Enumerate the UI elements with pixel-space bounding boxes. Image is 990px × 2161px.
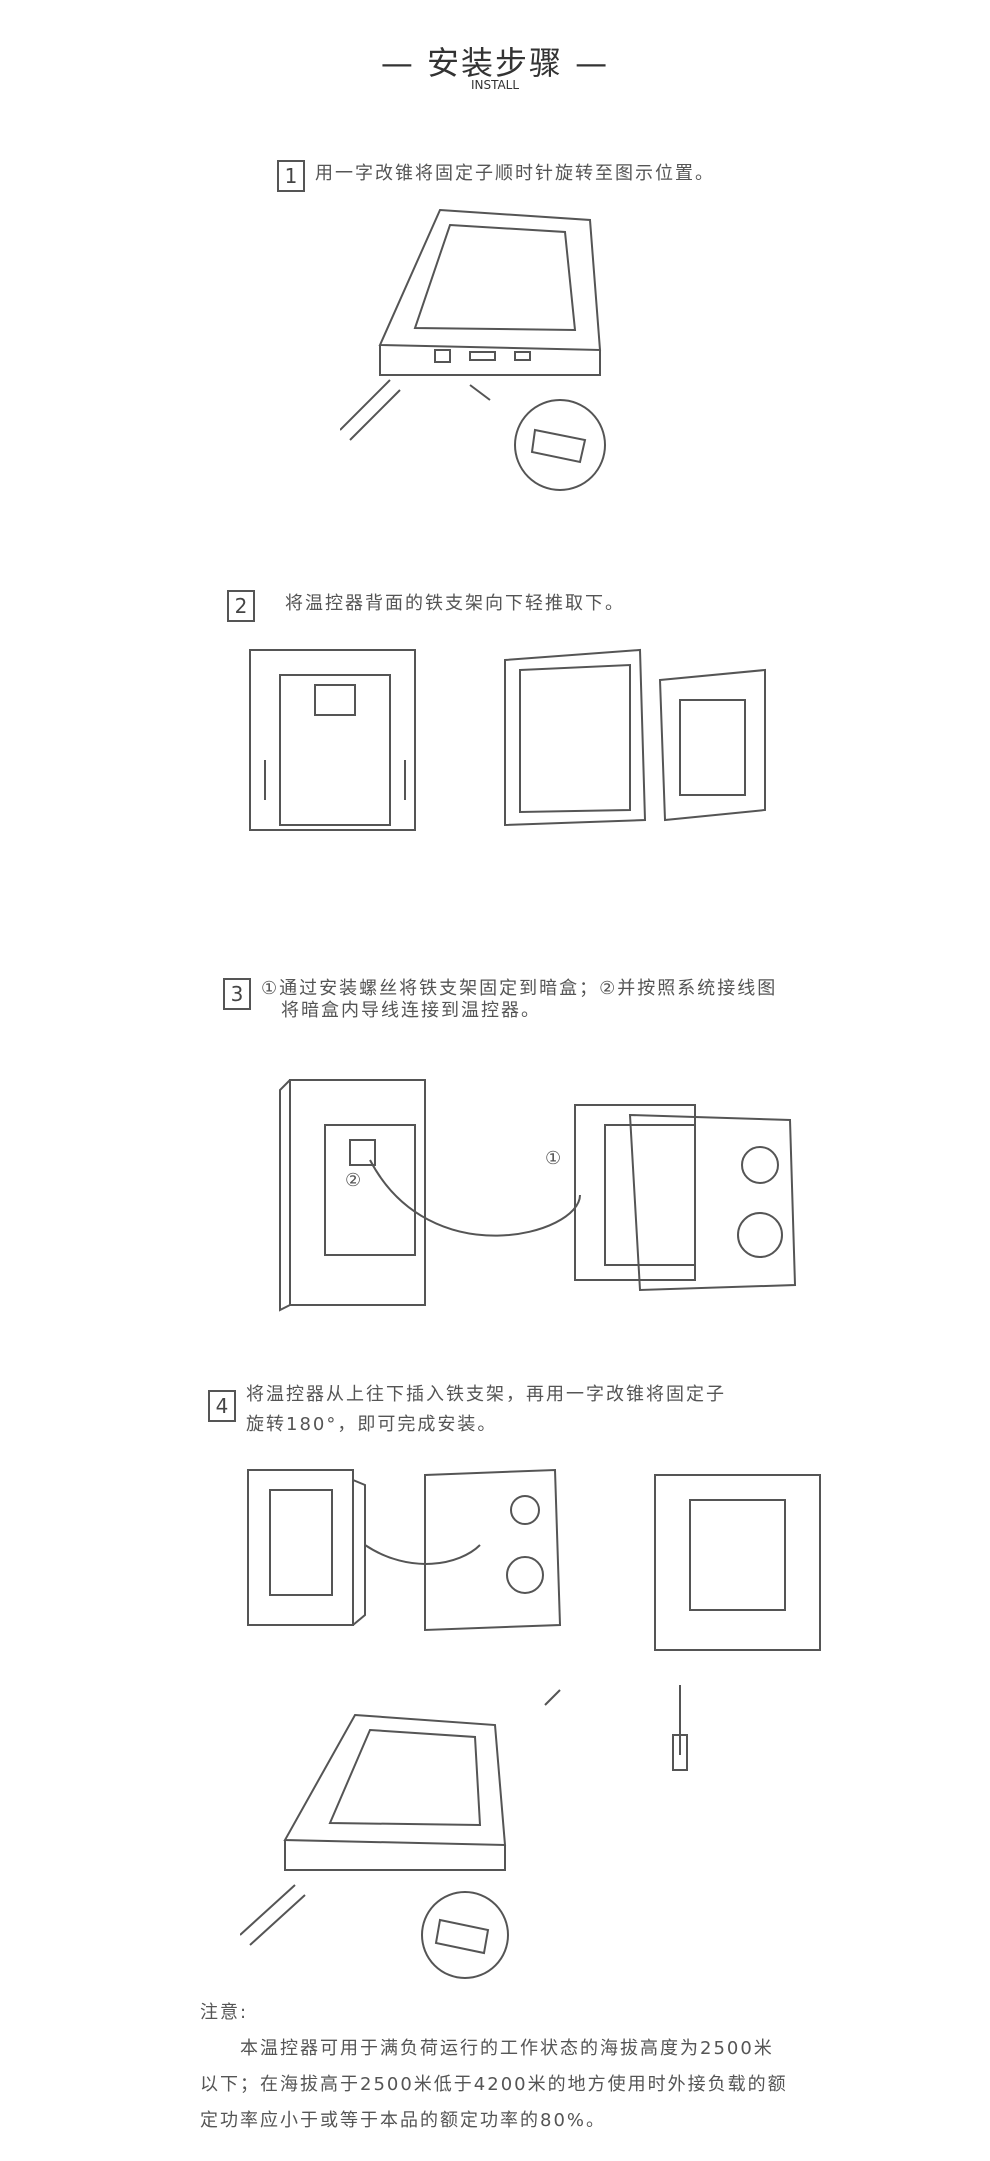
step-2-instruction: 2 将温控器背面的铁支架向下轻推取下。	[227, 590, 625, 622]
step-1-illustration	[340, 208, 606, 491]
page-subtitle: INSTALL	[470, 78, 520, 92]
step-text-line-2: 旋转180°，即可完成安装。	[246, 1414, 498, 1435]
step-text-line-2: 将暗盒内导线连接到温控器。	[281, 1000, 541, 1021]
callout-2: ②	[345, 1170, 362, 1191]
callout-1: ①	[545, 1148, 562, 1169]
step-4-illustration	[240, 1468, 821, 1979]
note-section: 注意: 本温控器可用于满负荷运行的工作状态的海拔高度为2500米 以下；在海拔高…	[200, 1995, 840, 2139]
step-2-illustration	[249, 648, 766, 831]
step-number: 1	[277, 160, 305, 192]
step-text-line-1: ①通过安装螺丝将铁支架固定到暗盒；②并按照系统接线图	[261, 978, 778, 999]
page-title: — 安装步骤 —	[380, 44, 610, 82]
step-1-instruction: 1 用一字改锥将固定子顺时针旋转至图示位置。	[277, 160, 715, 192]
step-number: 3	[223, 978, 251, 1010]
note-line-1: 本温控器可用于满负荷运行的工作状态的海拔高度为2500米	[240, 2038, 774, 2059]
note-line-2: 以下；在海拔高于2500米低于4200米的地方使用时外接负载的额	[200, 2074, 788, 2095]
step-4-instruction: 4 将温控器从上往下插入铁支架，再用一字改锥将固定子 旋转180°，即可完成安装…	[208, 1380, 726, 1440]
step-text: 将温控器背面的铁支架向下轻推取下。	[285, 593, 625, 614]
step-3-instruction: 3 ①通过安装螺丝将铁支架固定到暗盒；②并按照系统接线图 将暗盒内导线连接到温控…	[223, 978, 777, 1022]
note-line-3: 定功率应小于或等于本品的额定功率的80%。	[200, 2110, 607, 2131]
step-number: 4	[208, 1390, 236, 1422]
step-text: ①通过安装螺丝将铁支架固定到暗盒；②并按照系统接线图 将暗盒内导线连接到温控器。	[261, 978, 777, 1022]
step-text: 用一字改锥将固定子顺时针旋转至图示位置。	[315, 163, 715, 184]
step-3-illustration	[279, 1079, 797, 1312]
step-text-line-1: 将温控器从上往下插入铁支架，再用一字改锥将固定子	[246, 1384, 726, 1405]
step-number: 2	[227, 590, 255, 622]
note-heading: 注意:	[200, 2002, 249, 2023]
step-text: 将温控器从上往下插入铁支架，再用一字改锥将固定子 旋转180°，即可完成安装。	[246, 1380, 726, 1440]
